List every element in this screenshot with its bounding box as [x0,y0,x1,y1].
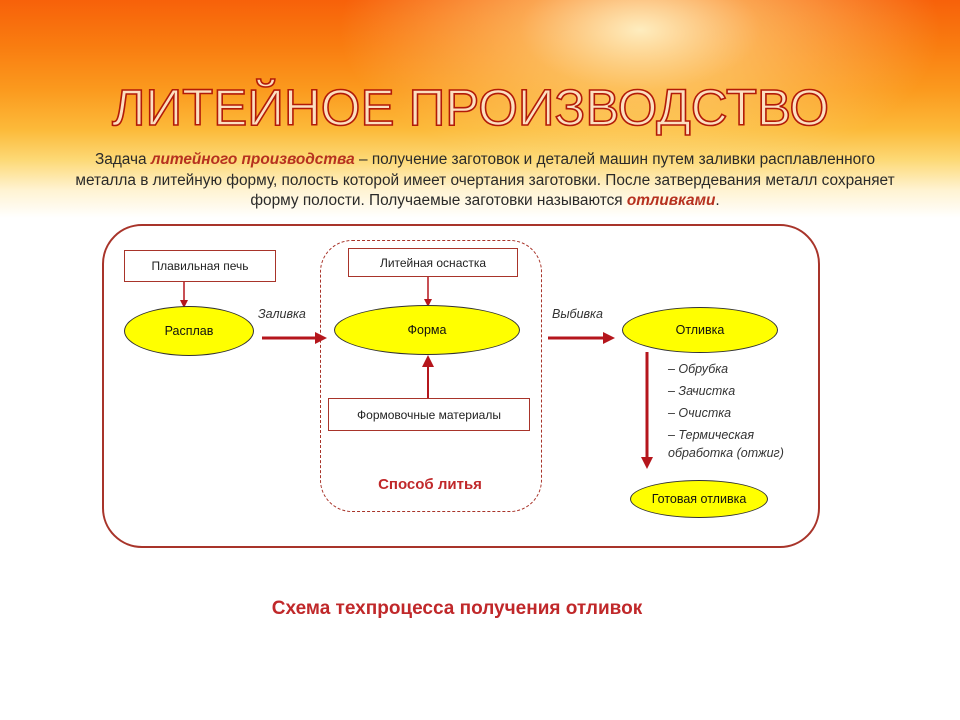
node-mold: Форма [334,305,520,355]
operation-item: – Зачистка [668,384,736,398]
intro-text-3: . [715,192,720,209]
intro-text-1: Задача [94,151,151,168]
node-furnace: Плавильная печь [124,250,276,282]
node-melt: Расплав [124,306,254,356]
intro-paragraph: Задача литейного производства – получени… [70,150,900,212]
operation-item: – Термическая обработка (отжиг) [668,428,784,460]
process-diagram-frame [102,224,820,548]
operations-list: – Обрубка – Зачистка – Очистка – Термиче… [668,358,818,462]
casting-method-frame [320,240,542,512]
node-casting: Отливка [622,307,778,353]
node-tooling: Литейная оснастка [348,248,518,277]
intro-emphasis-castings: отливками [626,192,716,209]
intro-emphasis-foundry: литейного производства [150,151,355,168]
node-materials: Формовочные материалы [328,398,530,431]
intro-text-2: – получение заготовок и деталей машин пу… [75,151,895,209]
operation-item: – Очистка [668,406,732,420]
slide-title: ЛИТЕЙНОЕ ПРОИЗВОДСТВО [111,78,830,137]
operation-item: – Обрубка [668,362,729,376]
node-finished: Готовая отливка [630,480,768,518]
label-knockout: Выбивка [552,307,603,321]
label-pouring: Заливка [258,307,306,321]
diagram-caption: Схема техпроцесса получения отливок [271,598,643,619]
casting-method-label: Способ литья [378,476,482,493]
